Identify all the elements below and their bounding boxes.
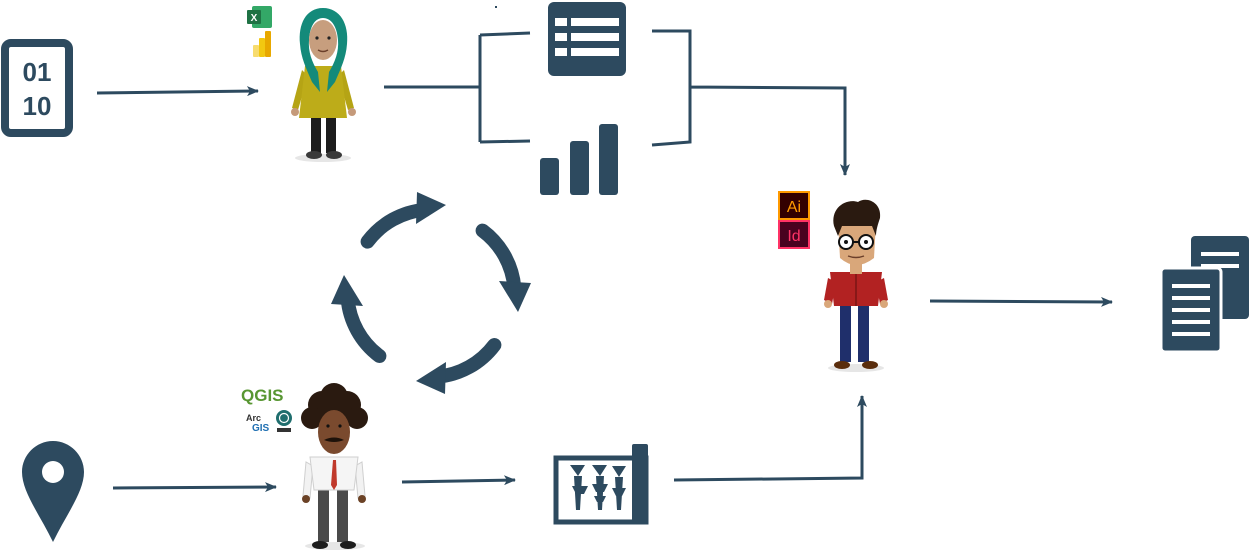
binary-data-icon: 01 10 xyxy=(1,39,73,137)
map-icon xyxy=(553,444,649,525)
gis-analyst-person xyxy=(301,383,368,550)
excel-logo-letter: X xyxy=(251,13,258,24)
qgis-logo: QGIS xyxy=(241,386,284,405)
arrow-designer-to-documents xyxy=(929,296,1113,307)
connectors xyxy=(96,29,1113,493)
excel-logo: X xyxy=(247,6,272,28)
location-pin-icon xyxy=(22,441,84,542)
illustrator-logo: Ai xyxy=(778,191,810,220)
arrow-pin-to-gis xyxy=(112,482,277,493)
binary-line-2: 10 xyxy=(23,91,52,121)
table-icon xyxy=(548,2,626,76)
arcgis-logo: Arc GIS xyxy=(246,410,292,434)
illustrator-logo-text: Ai xyxy=(787,199,801,216)
arrow-binary-to-analyst xyxy=(96,86,259,97)
arc-logo-text: Arc xyxy=(246,413,261,423)
indesign-logo-text: Id xyxy=(787,228,800,245)
arrow-gis-to-map xyxy=(401,475,516,486)
qgis-logo-text: QGIS xyxy=(241,386,284,405)
stray-dot xyxy=(495,6,497,8)
bar-chart-icon xyxy=(540,124,618,195)
gis-logo-text: GIS xyxy=(252,423,270,434)
bracket-outputs-to-designer xyxy=(651,29,845,175)
data-analyst-person xyxy=(291,8,356,162)
powerbi-logo xyxy=(253,31,271,57)
cycle-arrows-icon xyxy=(331,192,531,394)
designer-person xyxy=(824,199,888,372)
arrow-map-to-designer xyxy=(673,395,867,482)
bracket-analyst-to-outputs xyxy=(384,31,531,144)
indesign-logo: Id xyxy=(778,220,810,249)
binary-line-1: 01 xyxy=(23,57,52,87)
documents-icon xyxy=(1159,236,1249,354)
